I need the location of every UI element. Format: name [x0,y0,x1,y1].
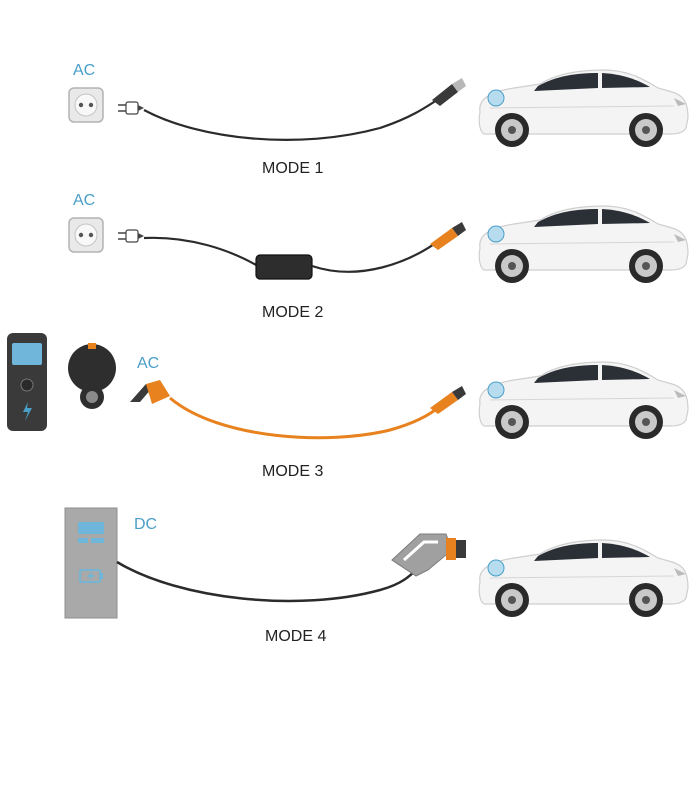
current-type-label: AC [73,192,95,209]
charging-cable [311,239,441,273]
mode-3-row: AC MODE 3 [7,333,689,480]
connector-icon [130,380,170,404]
mode-label: MODE 1 [262,160,323,177]
mode-4-row: DC MODE 4 [64,507,689,645]
wall-socket-icon [68,217,104,253]
mode-2-row: AC MODE 2 [68,192,689,321]
connector-icon [391,533,466,577]
plug-icon [117,101,145,115]
charging-cable [143,97,441,141]
mode-1-row: AC MODE 1 [68,62,689,177]
lightning-icon [23,402,32,421]
control-box-icon [255,254,313,280]
current-type-label: DC [134,516,157,533]
ev-car-icon [478,205,689,284]
mode-label: MODE 3 [262,463,323,480]
charging-cable [169,396,442,440]
wall-socket-icon [68,87,104,123]
connector-icon [430,386,466,414]
wall-charger-icon [68,343,116,409]
mode-label: MODE 4 [265,628,326,645]
ev-car-icon [478,69,689,148]
charging-cable [116,560,419,603]
mode-label: MODE 2 [262,304,323,321]
charging-cable [143,236,259,267]
current-type-label: AC [137,355,159,372]
connector-icon [432,78,466,106]
current-type-label: AC [73,62,95,79]
ev-car-icon [478,361,689,440]
plug-icon [117,229,145,243]
ev-car-icon [478,539,689,618]
wallbox-icon [7,333,47,431]
dc-charger-station [64,507,118,619]
connector-icon [430,222,466,250]
battery-icon [79,569,103,583]
